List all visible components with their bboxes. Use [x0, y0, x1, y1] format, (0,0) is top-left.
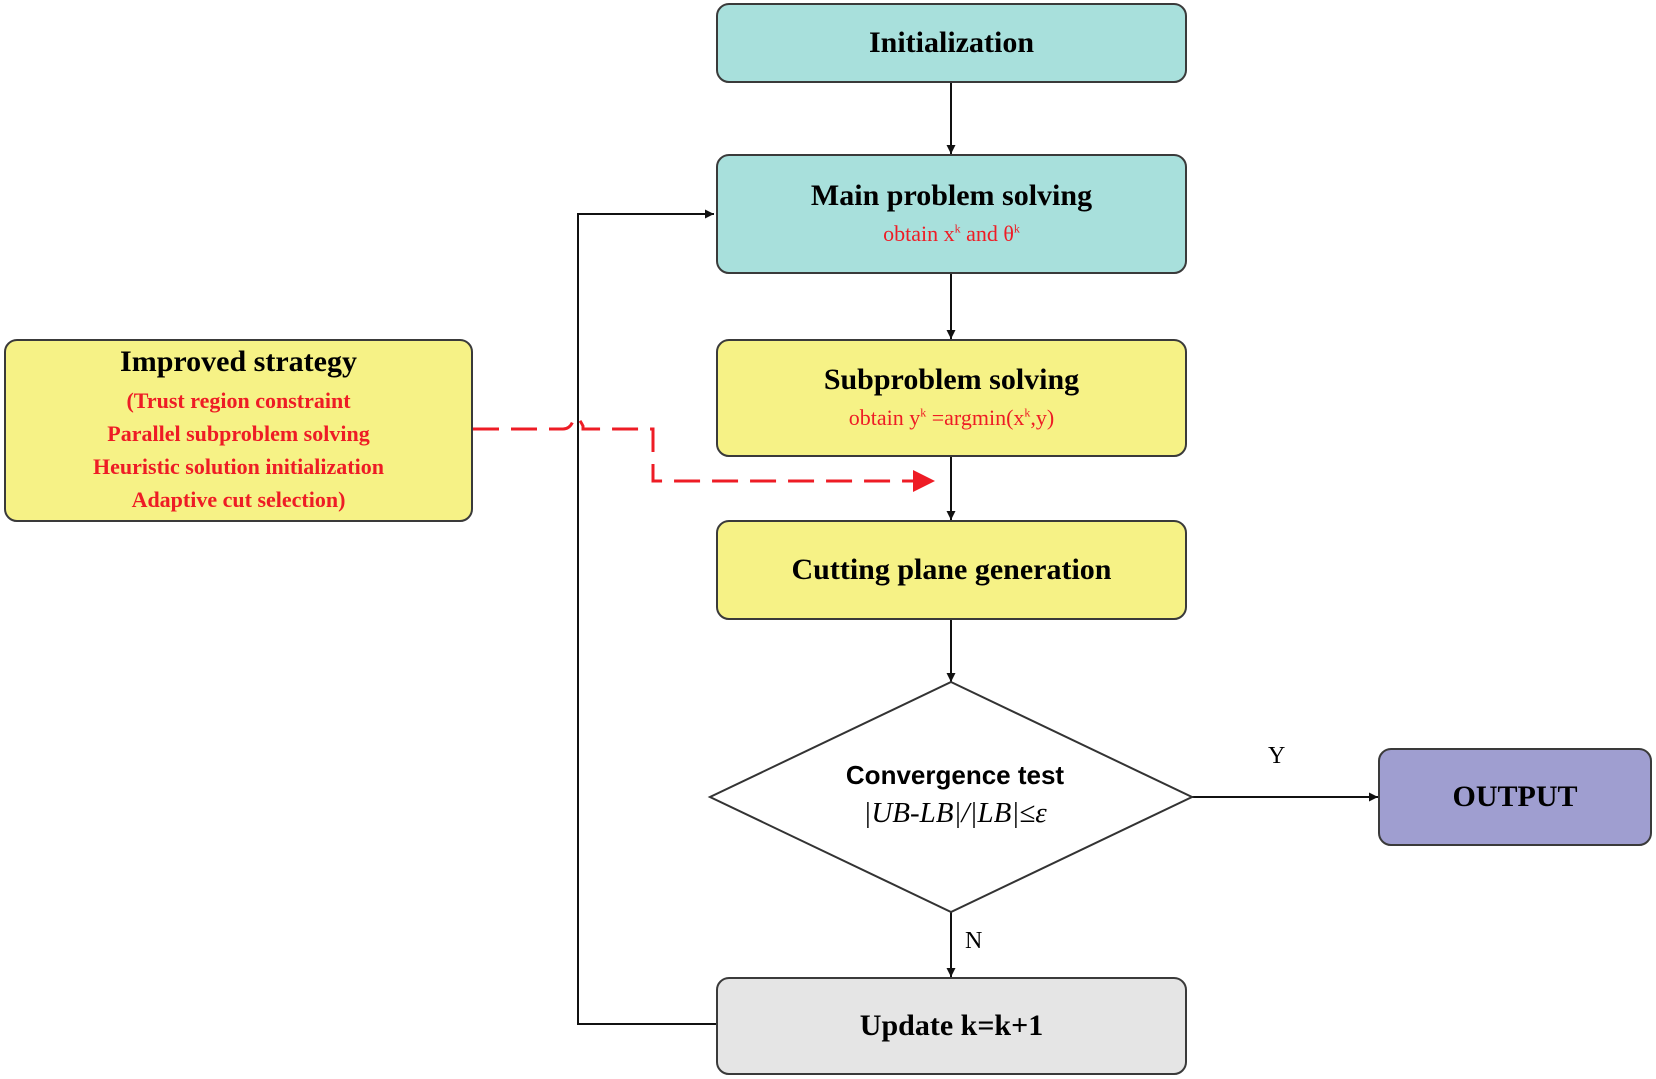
improved-strategy-box: Improved strategy (Trust region constrai… [4, 339, 473, 522]
improved-strategy-title: Improved strategy [120, 345, 357, 379]
convergence-formula: |UB-LB|/|LB|≤ε [863, 797, 1047, 829]
subproblem-subtitle: obtain yk =argmin(xk,y) [848, 404, 1055, 430]
main-problem-subtitle: obtain xk and θk [883, 220, 1020, 246]
arrow-update-loop [577, 209, 716, 1025]
main-problem-box: Main problem solving obtain xk and θk [716, 154, 1187, 274]
strategy-item: Heuristic solution initialization [93, 453, 384, 479]
output-title: OUTPUT [1452, 779, 1578, 813]
cutting-plane-box: Cutting plane generation [716, 520, 1187, 620]
yes-label: Y [1268, 743, 1286, 769]
convergence-test-title: Convergence test [845, 760, 1065, 790]
strategy-item: (Trust region constraint [126, 387, 351, 413]
strategy-item: Adaptive cut selection) [131, 486, 346, 512]
convergence-test-label: Convergence test |UB-LB|/|LB|≤ε [720, 760, 1190, 830]
initialization-title: Initialization [868, 25, 1034, 59]
subproblem-box: Subproblem solving obtain yk =argmin(xk,… [716, 339, 1187, 457]
cutting-plane-title: Cutting plane generation [791, 552, 1112, 586]
update-box: Update k=k+1 [716, 977, 1187, 1075]
update-title: Update k=k+1 [859, 1008, 1044, 1042]
no-label: N [965, 928, 983, 954]
output-box: OUTPUT [1378, 748, 1652, 846]
strategy-item: Parallel subproblem solving [107, 420, 370, 446]
convergence-diamond [707, 680, 1195, 914]
strategy-dashed-arrow [473, 416, 935, 492]
subproblem-title: Subproblem solving [823, 363, 1080, 397]
initialization-box: Initialization [716, 3, 1187, 83]
main-problem-title: Main problem solving [810, 179, 1093, 213]
improved-strategy-list: (Trust region constraint Parallel subpro… [93, 384, 384, 516]
